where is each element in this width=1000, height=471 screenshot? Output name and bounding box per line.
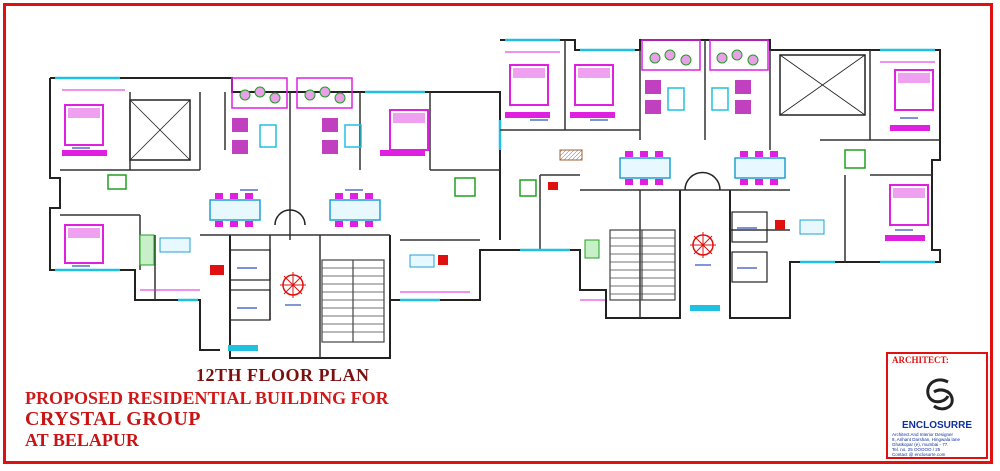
right-lobby [684,171,768,311]
project-location: AT BELAPUR [25,430,139,450]
left-stairs [321,259,385,343]
right-wing [500,39,941,319]
right-partitions [500,40,940,318]
architect-firm-name: ENCLOSURRE [901,420,972,431]
project-description: PROPOSED RESIDENTIAL BUILDING FOR [25,388,389,408]
architect-logo-icon [926,378,954,411]
left-wing [49,77,501,359]
client-name: CRYSTAL GROUP [25,408,202,430]
floor-plan-title: 12TH FLOOR PLAN [196,365,370,385]
architect-address-line: 8, Arihant Darshan, Hingwala lane [892,437,961,442]
architect-address-line: Architect And Interior Designer [892,432,954,437]
architect-address-line: Tel. no. 25 OOOOO / 25 [892,447,941,452]
drawing-frame [3,3,993,464]
left-partitions [60,92,500,358]
right-furniture [505,38,935,301]
architect-address-line: Contact @ enclosurre.com [892,452,946,457]
left-lobby [228,209,306,351]
left-furniture [55,76,502,302]
architect-label: ARCHITECT: [892,355,949,365]
right-stairs [609,229,676,301]
dimension-tags [72,117,918,309]
architect-stamp: ARCHITECT: ENCLOSURRE Architect And Inte… [886,352,988,459]
architect-address-line: Ghatkopar (e), mumbai - 77. [892,442,949,447]
